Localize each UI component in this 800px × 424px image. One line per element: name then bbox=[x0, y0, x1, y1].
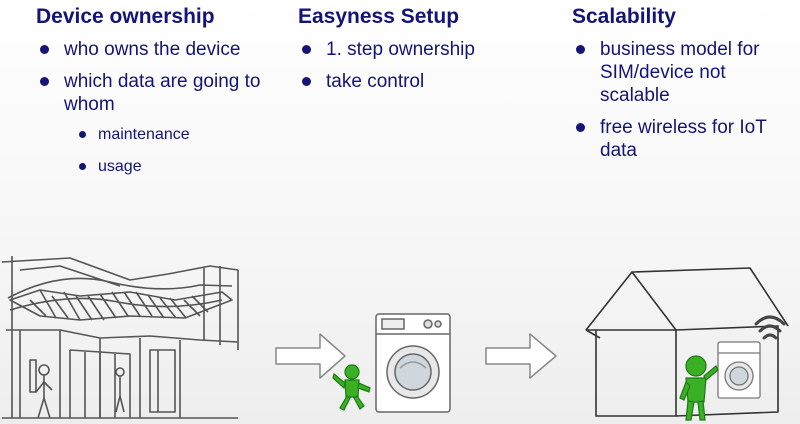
bullet-list-easyness-setup: 1. step ownership take control bbox=[298, 38, 566, 93]
heading-device-ownership: Device ownership bbox=[36, 5, 215, 28]
bullet-item: business model for SIM/device not scalab… bbox=[572, 38, 796, 107]
arrow-right-icon bbox=[275, 333, 346, 379]
sub-bullet-item: usage bbox=[76, 157, 264, 177]
bullet-dot-icon bbox=[40, 45, 49, 54]
heading-scalability: Scalability bbox=[572, 5, 676, 28]
house-icon bbox=[585, 267, 789, 417]
bullet-text: business model for SIM/device not scalab… bbox=[600, 39, 760, 106]
bullet-item: 1. step ownership bbox=[298, 38, 566, 61]
washing-machine-icon bbox=[375, 313, 451, 413]
column-device-ownership: Device ownership who owns the device whi… bbox=[36, 4, 264, 189]
bullet-dot-icon bbox=[302, 77, 311, 86]
bullet-dot-icon bbox=[79, 131, 86, 138]
bullet-item: free wireless for IoT data bbox=[572, 116, 796, 162]
washing-machine-icon bbox=[717, 341, 761, 399]
bullet-dot-icon bbox=[576, 123, 585, 132]
bullet-text: which data are going to whom bbox=[64, 71, 261, 115]
bullet-item: which data are going to whom bbox=[36, 70, 264, 116]
bullet-list-scalability: business model for SIM/device not scalab… bbox=[572, 38, 796, 162]
bullet-dot-icon bbox=[302, 45, 311, 54]
wifi-signal-icon bbox=[754, 315, 786, 340]
bullet-dot-icon bbox=[79, 163, 86, 170]
person-figure-icon bbox=[679, 355, 719, 421]
column-scalability: Scalability business model for SIM/devic… bbox=[572, 4, 796, 171]
bullet-dot-icon bbox=[576, 45, 585, 54]
sub-bullet-text: maintenance bbox=[98, 126, 190, 143]
bullet-item: take control bbox=[298, 70, 566, 93]
sub-bullet-item: maintenance bbox=[76, 125, 264, 145]
arrow-right-icon bbox=[485, 333, 557, 379]
bullet-text: free wireless for IoT data bbox=[600, 117, 767, 161]
person-figure-icon bbox=[332, 364, 371, 411]
column-easyness-setup: Easyness Setup 1. step ownership take co… bbox=[298, 4, 566, 102]
bullet-list-device-ownership: who owns the device which data are going… bbox=[36, 38, 264, 177]
sub-bullet-text: usage bbox=[98, 158, 142, 175]
bullet-text: take control bbox=[326, 71, 425, 92]
bullet-dot-icon bbox=[40, 77, 49, 86]
building-sketch-icon bbox=[1, 256, 239, 419]
heading-easyness-setup: Easyness Setup bbox=[298, 5, 460, 28]
bullet-item: who owns the device bbox=[36, 38, 264, 61]
bullet-text: 1. step ownership bbox=[326, 39, 475, 60]
bullet-text: who owns the device bbox=[64, 39, 241, 60]
